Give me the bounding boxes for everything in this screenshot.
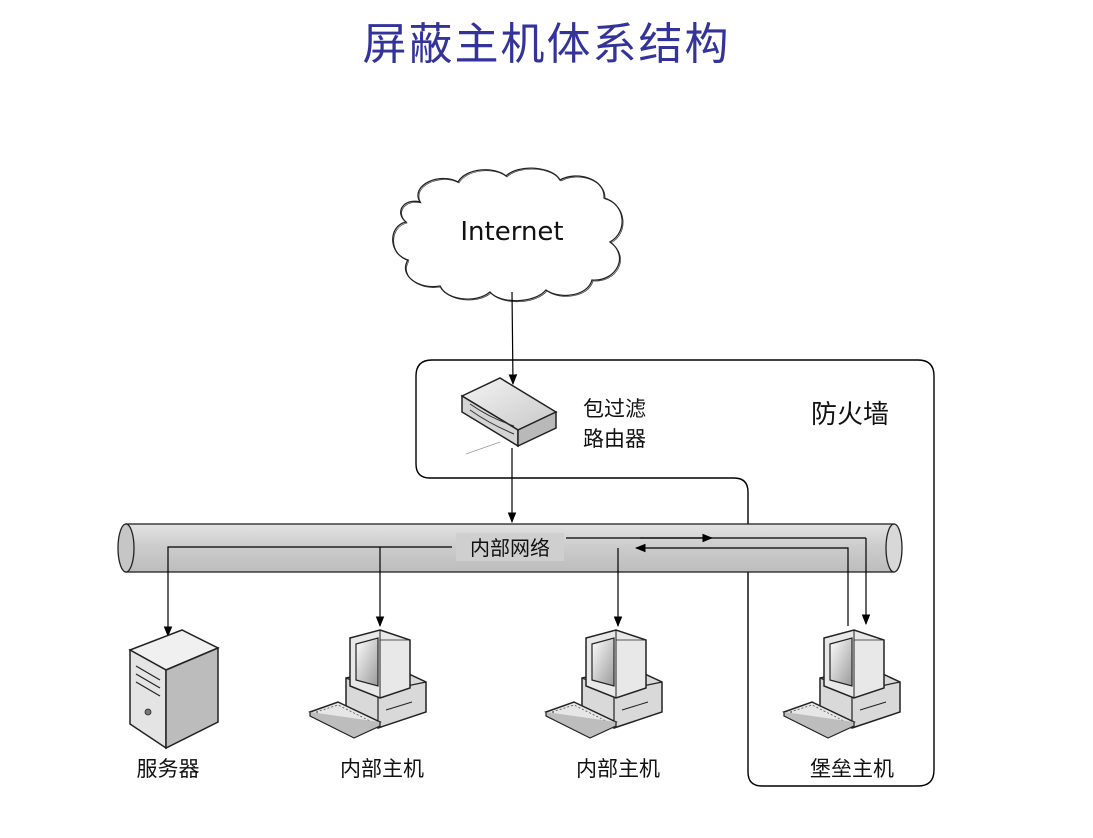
router-icon bbox=[460, 377, 558, 455]
host1-computer-icon bbox=[309, 629, 427, 739]
server-label: 服务器 bbox=[137, 757, 200, 781]
internet-cloud bbox=[392, 167, 624, 303]
router-label-line1: 包过滤 bbox=[583, 397, 646, 421]
firewall-label: 防火墙 bbox=[811, 400, 889, 430]
server-icon bbox=[128, 629, 220, 750]
diagram-title: 屏蔽主机体系结构 bbox=[362, 19, 731, 70]
link-bastion-out bbox=[634, 543, 849, 626]
host2-computer-icon bbox=[545, 629, 663, 739]
link-network-server bbox=[163, 546, 452, 638]
router-label-line2: 路由器 bbox=[583, 427, 646, 451]
bastion-label: 堡垒主机 bbox=[810, 757, 894, 781]
host1-label: 内部主机 bbox=[340, 757, 424, 781]
firewall-boundary bbox=[415, 359, 935, 787]
link-internet-router bbox=[508, 291, 518, 386]
internet-label: Internet bbox=[460, 217, 563, 247]
host2-label: 内部主机 bbox=[576, 757, 660, 781]
network-label: 内部网络 bbox=[470, 536, 550, 560]
bastion-computer-icon bbox=[783, 629, 901, 739]
